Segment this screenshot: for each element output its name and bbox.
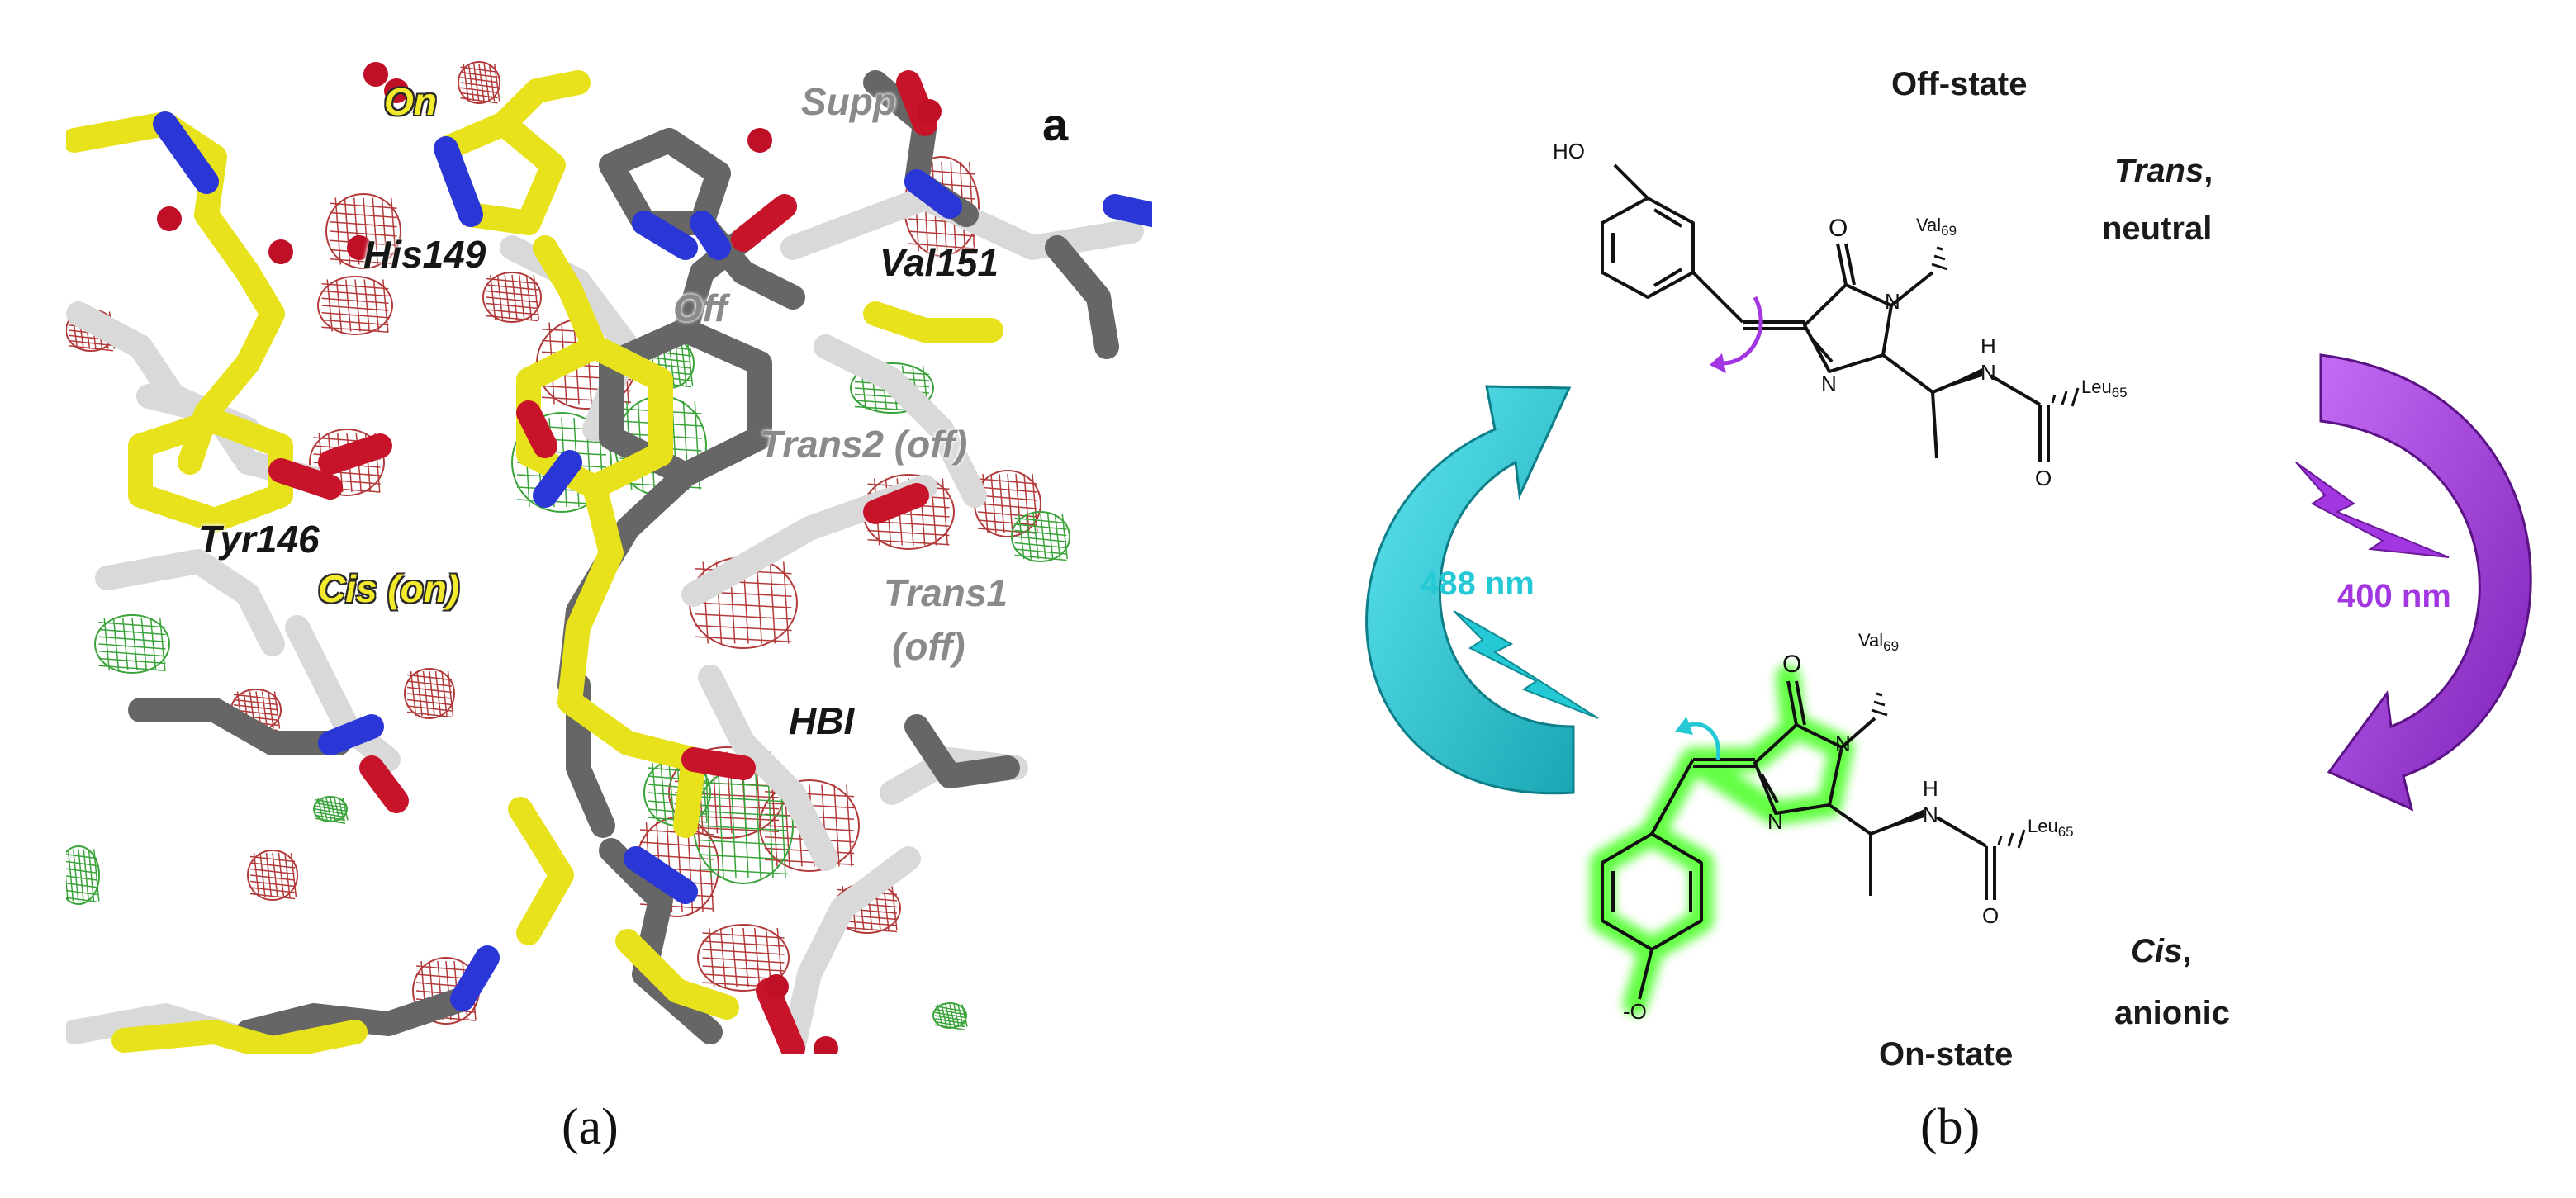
on-state-title: On-state [1879, 1036, 2014, 1073]
mesh-green-blob [94, 614, 170, 674]
mesh-red-blob [247, 850, 298, 901]
label-val151: Val151 [880, 241, 999, 284]
purple-arrow-400nm [2319, 353, 2532, 812]
off-atom-amide-n: N [1981, 360, 1996, 385]
label-hbi: HBI [789, 699, 855, 742]
off-val-num: 69 [1941, 223, 1957, 239]
mesh-red-blob [317, 276, 393, 335]
water-sphere [347, 235, 372, 260]
mesh-red-blob [974, 470, 1041, 537]
off-atom-amide-o: O [2035, 466, 2052, 490]
mesh-green-blob [693, 767, 794, 884]
on-val-name: Val [1858, 630, 1884, 651]
grey-carbon-sticks [128, 70, 1119, 1044]
on-atom-n1: N [1835, 732, 1851, 756]
off-atom-amide-h: H [1981, 334, 1996, 358]
on-phenolate-charge: - [1623, 999, 1630, 1024]
on-atom-leu: Leu65 [2028, 816, 2074, 840]
on-val-num: 69 [1883, 638, 1900, 654]
water-sphere [268, 239, 293, 264]
wavelength-488nm: 488 nm [1421, 566, 1535, 602]
label-supp: Supp [801, 80, 896, 123]
off-state-isomer-text: Trans [2114, 153, 2204, 189]
on-atom-amide-o: O [1982, 903, 2000, 928]
off-state-isomer: Trans, [2114, 153, 2213, 189]
mesh-red-blob [482, 272, 542, 323]
water-sphere [384, 78, 409, 103]
on-atom-carbonyl-o: O [1782, 651, 1802, 678]
mesh-red-blob [404, 668, 455, 719]
mesh-red-blob [697, 924, 790, 992]
label-trans1-off: (off) [892, 625, 965, 668]
off-atom-n1: N [1885, 289, 1900, 314]
on-atom-amide-h: H [1923, 776, 1938, 801]
mesh-green-blob [932, 1002, 968, 1030]
water-molecules [157, 62, 942, 1054]
on-atom-n2: N [1767, 809, 1783, 834]
on-phenolate-o: O [1630, 999, 1647, 1024]
off-atom-carbonyl-o: O [1829, 215, 1848, 242]
nitrogen-stick-segments [153, 111, 1152, 1011]
on-leu-name: Leu [2028, 816, 2058, 836]
mesh-green-blob [313, 796, 349, 824]
off-state-title: Off-state [1891, 66, 2028, 102]
water-sphere [917, 99, 942, 124]
panel-a-inset-letter: a [1042, 98, 1069, 150]
off-atom-n2: N [1821, 372, 1837, 396]
off-atom-leu: Leu65 [2081, 378, 2128, 400]
label-cis-on: Cis (on) [318, 567, 460, 610]
label-off: Off [673, 286, 728, 329]
on-state-rotation-arrow [1683, 722, 1721, 760]
off-state-charge: neutral [2102, 211, 2213, 247]
water-sphere [814, 1036, 838, 1054]
on-atom-val: Val69 [1858, 630, 1900, 654]
off-state-rotation-arrow [1721, 296, 1763, 366]
off-atom-val: Val69 [1916, 215, 1957, 239]
mesh-red-blob [458, 61, 500, 104]
panel-a-structure [66, 59, 1152, 1054]
mesh-green-blob [66, 845, 100, 905]
on-atom-amide-n: N [1923, 803, 1938, 827]
off-val-name: Val [1916, 215, 1942, 235]
panel-b-scheme [1365, 163, 2532, 1016]
cyan-arrow-488nm [1365, 385, 1575, 795]
water-sphere [764, 974, 789, 999]
lightning-icon-400nm [2295, 462, 2450, 558]
oxygen-stick-segments [268, 70, 937, 1054]
lightning-icon-488nm [1453, 610, 1599, 719]
on-state-charge: anionic [2114, 995, 2231, 1031]
off-leu-name: Leu [2081, 376, 2112, 397]
on-state-isomer: Cis, [2131, 933, 2192, 969]
on-state-hash-bonds [1871, 692, 2026, 849]
on-state-isomer-text: Cis [2131, 933, 2183, 969]
label-on: On [384, 80, 437, 123]
water-sphere [747, 128, 772, 153]
water-sphere [157, 206, 182, 231]
label-trans1: Trans1 [884, 571, 1008, 614]
off-state-hash-bonds [1931, 246, 2080, 407]
wavelength-400nm: 400 nm [2337, 578, 2451, 614]
water-sphere [363, 62, 388, 87]
label-trans2-off: Trans2 (off) [760, 423, 968, 466]
off-leu-num: 65 [2111, 385, 2128, 400]
off-atom-hydroxyl: HO [1553, 139, 1585, 163]
caption-panel-a: (a) [562, 1099, 619, 1155]
caption-panel-b: (b) [1920, 1099, 1981, 1155]
off-state-chromophore [1601, 163, 2050, 462]
mesh-green-blob [1011, 511, 1070, 562]
label-his149: His149 [363, 233, 486, 276]
on-atom-phenolate: -O [1623, 1001, 1647, 1022]
on-leu-num: 65 [2057, 824, 2074, 840]
label-tyr146: Tyr146 [198, 518, 320, 561]
